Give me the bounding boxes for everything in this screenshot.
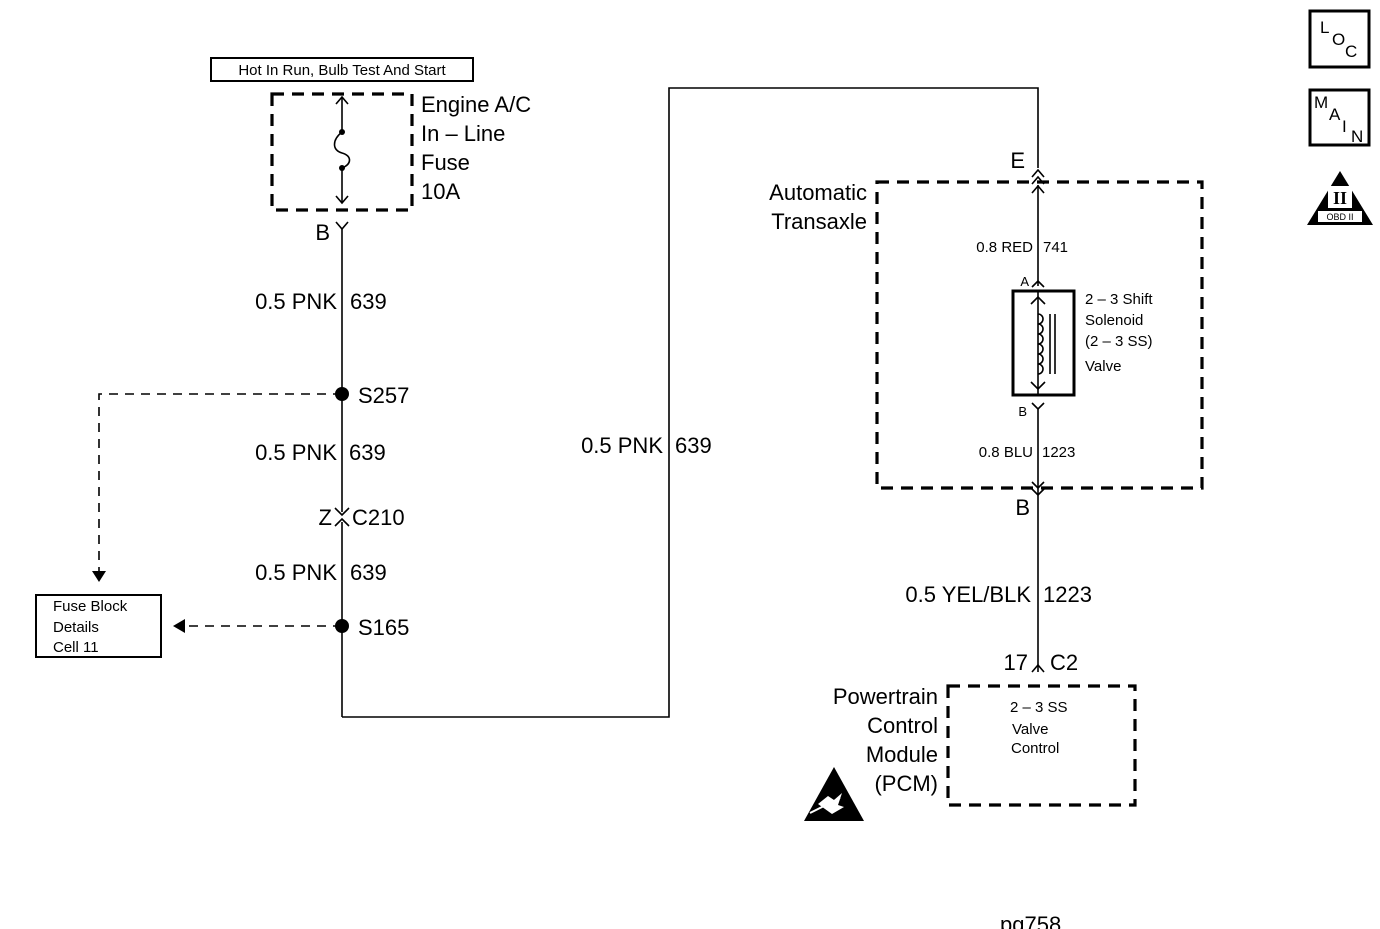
wire2-size-color: 0.5 PNK [255,440,337,465]
c210-name-label: C210 [352,505,405,530]
wire5-size-color: 0.8 RED [976,239,1033,256]
wire-639-route [342,87,1039,718]
pcm-line1: Powertrain [833,684,938,709]
solenoid-terminal-a-label: A [1020,274,1029,289]
pcm-line4: (PCM) [874,771,938,796]
shift-solenoid-2-3 [1011,289,1076,397]
wire3-size-color: 0.5 PNK [255,560,337,585]
pcm-pin-label: 17 [1004,650,1028,675]
solenoid-line1: 2 – 3 Shift [1085,291,1153,308]
wire6-size-color: 0.8 BLU [979,444,1033,461]
fuse-block-line2: Details [53,619,99,636]
fuse-terminal-b-label: B [315,220,330,245]
fuse-terminal-b-icon [335,221,349,231]
solenoid-line4: Valve [1085,358,1121,375]
pcm-func-line3: Control [1011,740,1059,757]
solenoid-terminal-a-icon [1031,279,1045,288]
engine-ac-fuse: Engine A/C In – Line Fuse 10A [270,92,531,212]
fuse-name-line1: Engine A/C [421,92,531,117]
pcm-line2: Control [867,713,938,738]
obd-roman-numeral: II [1333,188,1347,208]
connector-c210: Z C210 [319,505,405,530]
wire1-size-color: 0.5 PNK [255,289,337,314]
main-letter-a: A [1329,105,1341,124]
solenoid-line2: Solenoid [1085,312,1143,329]
transaxle-line1: Automatic [769,180,867,205]
fuse-block-details-link[interactable]: Fuse Block Details Cell 11 [35,594,162,658]
splice-s257-label: S257 [358,383,409,408]
fuse-block-line3: Cell 11 [53,639,99,656]
power-source-label: Hot In Run, Bulb Test And Start [238,62,446,79]
obd-ii-nav-button[interactable]: II OBD II [1307,171,1373,225]
solenoid-terminal-b-label: B [1018,404,1027,419]
c210-pin-label: Z [319,505,332,530]
obd-ii-label: OBD II [1326,212,1353,222]
loc-nav-box[interactable] [1308,9,1371,69]
connector-e-label: E [1010,148,1025,173]
fuse-housing [270,92,414,212]
fuse-block-line1: Fuse Block [53,598,128,615]
ref-arrow-left-icon [173,619,185,633]
fuse-name-line3: Fuse [421,150,470,175]
loc-letter-l: L [1320,18,1329,37]
main-letter-m: M [1314,93,1328,112]
solenoid-terminal-b-icon [1031,402,1045,411]
loc-nav-button[interactable]: L O C [1308,9,1371,69]
main-letter-i: I [1342,117,1347,136]
ref-line-s257 [98,393,342,572]
solenoid-line3: (2 – 3 SS) [1085,333,1153,350]
esd-warning-icon [804,767,864,821]
main-nav-button[interactable]: M A I N [1308,88,1371,147]
fuse-name-line2: In – Line [421,121,505,146]
wire3-circuit: 639 [350,560,387,585]
main-letter-n: N [1351,127,1363,146]
ref-arrow-down-icon [92,571,106,582]
pcm-housing [946,684,1137,807]
loc-letter-o: O [1332,30,1345,49]
wire4-circuit: 639 [675,433,712,458]
automatic-transaxle-housing [875,180,1204,490]
wire4-size-color: 0.5 PNK [581,433,663,458]
diagram-id: pg758 [1000,912,1061,929]
power-source-box [210,57,474,82]
wire6-circuit: 1223 [1042,444,1075,461]
connector-b-label: B [1015,495,1030,520]
pcm-func-line2: Valve [1012,721,1048,738]
transaxle-connector-e: E [1010,148,1045,185]
fuse-rating: 10A [421,179,460,204]
pcm-func-line1: 2 – 3 SS [1010,699,1068,716]
wire7-size-color: 0.5 YEL/BLK [905,582,1031,607]
pcm-connector-c2: 17 C2 [1004,650,1079,675]
pcm-line3: Module [866,742,938,767]
wire1-circuit: 639 [350,289,387,314]
main-nav-box[interactable] [1308,88,1371,147]
fuse-element-icon [333,131,351,169]
fuse-block-details-box[interactable] [35,594,162,658]
transaxle-line2: Transaxle [771,209,867,234]
wire5-circuit: 741 [1043,239,1068,256]
loc-letter-c: C [1345,42,1357,61]
power-source: Hot In Run, Bulb Test And Start [210,57,474,82]
wire7-circuit: 1223 [1043,582,1092,607]
wire2-circuit: 639 [349,440,386,465]
solenoid-body [1011,289,1076,397]
transaxle-connector-b: B [1015,481,1045,520]
splice-s165-label: S165 [358,615,409,640]
pcm-connector-label: C2 [1050,650,1078,675]
solenoid-coil-icon [1037,313,1044,375]
